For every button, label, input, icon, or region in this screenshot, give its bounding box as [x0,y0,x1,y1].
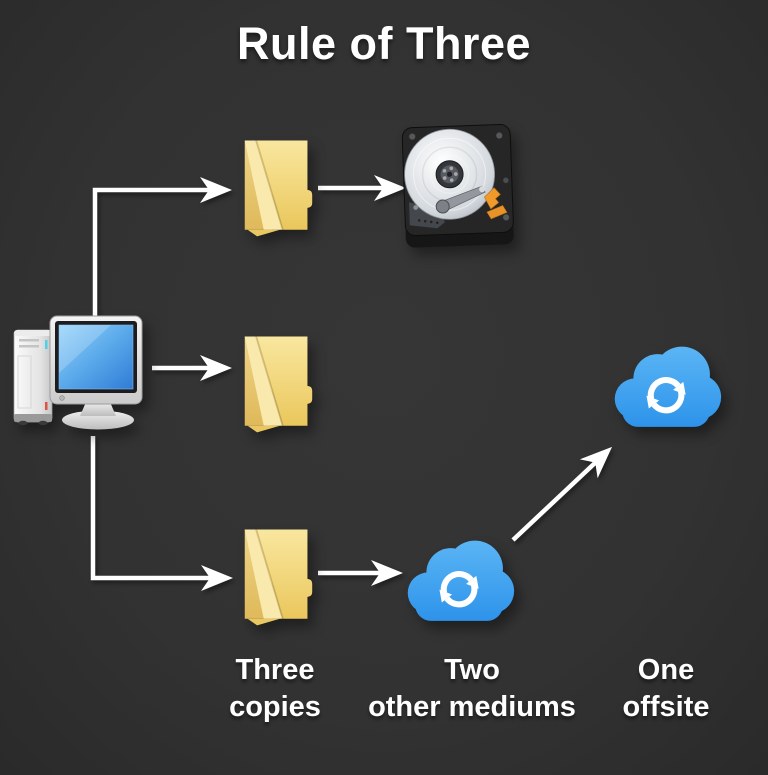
caption-line: copies [229,691,321,723]
caption-line: other mediums [368,691,576,723]
arrow-computer-to-folder1 [92,177,232,318]
folder-icon-copy1 [240,135,316,239]
page-title: Rule of Three [236,18,532,69]
arrow-cloud-to-offsite-cloud [511,446,613,542]
caption-line: Two [444,654,500,686]
hard-drive-icon [396,120,520,252]
folder-icon-copy2 [240,331,316,435]
caption-three-copies: Three copies [175,652,375,726]
caption-line: Three [235,654,315,686]
arrow-computer-to-folder3 [90,436,233,591]
caption-two-other-mediums: Two other mediums [317,652,627,726]
folder-icon-copy3 [240,524,316,628]
cloud-sync-icon-medium [404,532,516,624]
cloud-sync-icon-offsite [611,338,723,430]
caption-line: offsite [622,691,710,723]
caption-one-offsite: One offsite [566,652,766,726]
desktop-computer-icon [10,314,146,432]
caption-line: One [637,654,695,686]
